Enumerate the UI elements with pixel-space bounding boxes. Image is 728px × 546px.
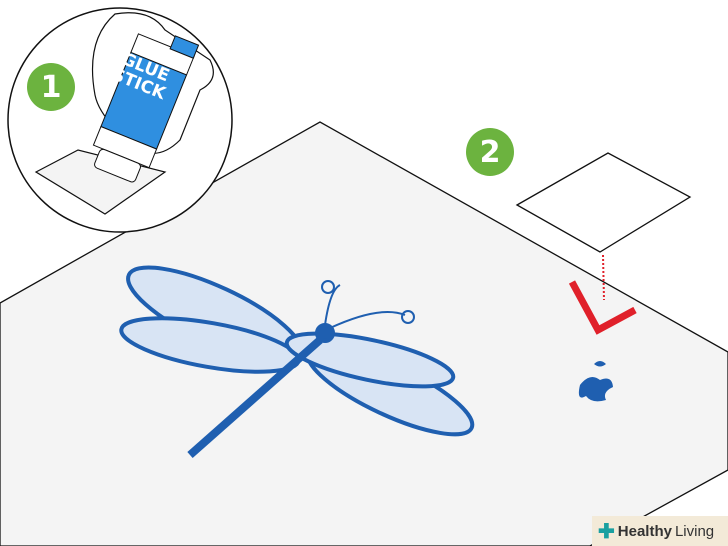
watermark-light: Living bbox=[674, 522, 715, 540]
glue-dot bbox=[578, 361, 613, 402]
paper-sheet bbox=[0, 121, 728, 546]
watermark: ✚ Healthy Living bbox=[592, 516, 728, 546]
step-2-badge: 2 bbox=[466, 128, 514, 176]
dragonfly bbox=[119, 265, 475, 458]
plus-leaf-icon: ✚ bbox=[598, 520, 615, 543]
step-1-badge: 1 bbox=[27, 63, 75, 111]
glue-stick-icon bbox=[92, 33, 200, 183]
red-arrow bbox=[568, 254, 637, 335]
watermark-bold: Healthy bbox=[617, 522, 672, 540]
small-paper bbox=[515, 152, 692, 253]
